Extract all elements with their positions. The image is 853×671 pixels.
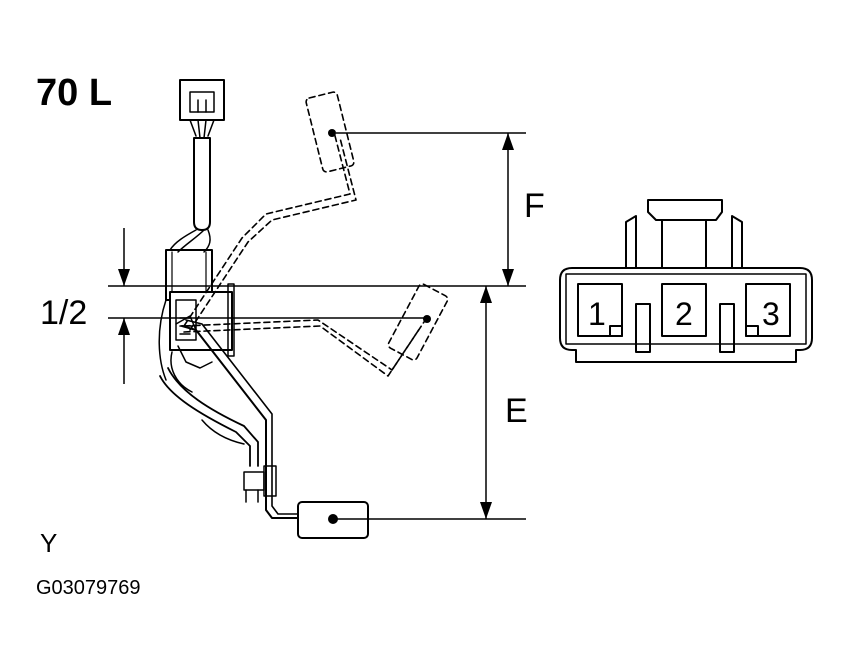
tank-capacity-title: 70 L: [36, 72, 112, 114]
dimension-arrows: [118, 133, 514, 519]
connector-pin-1: 1: [588, 296, 606, 332]
dimension-lines: [108, 132, 526, 520]
view-label: Y: [40, 528, 57, 558]
float-arm-half: [183, 283, 449, 377]
fuel-tubes: [159, 367, 277, 503]
dimension-e-label: E: [505, 392, 528, 430]
arrow-half-top: [118, 269, 130, 286]
connector-pin-3: 3: [762, 296, 780, 332]
connector-pin-2: 2: [675, 296, 693, 332]
float-arm-empty: [175, 315, 369, 539]
float-half-pivot: [423, 315, 431, 323]
arrow-e-bottom: [480, 502, 492, 519]
dimension-f-label: F: [524, 187, 545, 225]
arrow-f-top: [502, 133, 514, 150]
float-full-pivot: [328, 129, 336, 137]
connector-face: [559, 199, 813, 363]
figure-code: G03079769: [36, 577, 141, 599]
arrow-half-bottom: [118, 318, 130, 335]
arrow-e-top: [480, 286, 492, 303]
harness-plug: [179, 79, 225, 139]
wire-harness: [169, 137, 211, 253]
float-arm-full: [183, 91, 357, 331]
fuel-sender-unit: [158, 79, 449, 539]
dimension-half-label: 1/2: [40, 294, 87, 332]
arrow-f-bottom: [502, 269, 514, 286]
